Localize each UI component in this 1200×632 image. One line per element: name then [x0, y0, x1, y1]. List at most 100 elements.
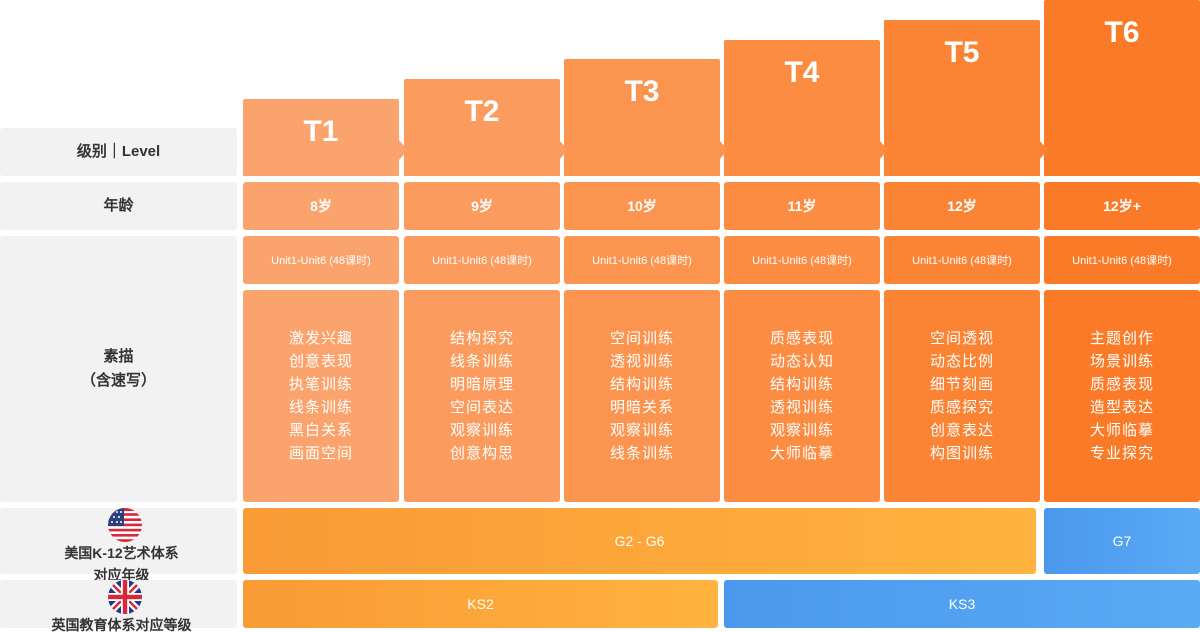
- topic-item: 质感表现: [1089, 376, 1154, 393]
- topic-item: 动态认知: [769, 353, 834, 370]
- units-value: Unit1-Unit6 (48课时): [752, 255, 852, 267]
- level-name: T3: [624, 75, 660, 108]
- level-name: T1: [303, 115, 339, 148]
- level-name: T5: [944, 36, 980, 69]
- topics-cell-t6: 主题创作 场景训练 质感表现 造型表达 大师临摹 专业探究: [1044, 290, 1200, 502]
- topic-item: 主题创作: [1089, 330, 1154, 347]
- topic-item: 观察训练: [769, 422, 834, 439]
- uk-flag-icon: [107, 580, 142, 614]
- topics-cell-t1: 激发兴趣 创意表现 执笔训练 线条训练 黑白关系 画面空间: [243, 290, 399, 502]
- us-band-g7-label: G7: [1112, 533, 1132, 549]
- level-header-t5: T5: [884, 20, 1040, 176]
- topic-item: 空间透视: [929, 330, 994, 347]
- level-name: T2: [464, 95, 500, 128]
- topic-item: 执笔训练: [288, 376, 353, 393]
- age-value: 9岁: [471, 198, 493, 214]
- topic-item: 空间训练: [609, 330, 674, 347]
- topic-item: 观察训练: [609, 422, 674, 439]
- topic-item: 激发兴趣: [288, 330, 353, 347]
- units-cell-t1: Unit1-Unit6 (48课时): [243, 236, 399, 284]
- topic-item: 构图训练: [929, 445, 994, 462]
- level-name: T4: [784, 56, 820, 89]
- topics-cell-t3: 空间训练 透视训练 结构训练 明暗关系 观察训练 线条训练: [564, 290, 720, 502]
- age-cell-t2: 9岁: [404, 182, 560, 230]
- topic-item: 线条训练: [609, 445, 674, 462]
- topic-item: 明暗原理: [449, 376, 514, 393]
- uk-band-ks3: KS3: [724, 580, 1200, 628]
- units-cell-t4: Unit1-Unit6 (48课时): [724, 236, 880, 284]
- age-row-label: 年龄: [0, 182, 237, 230]
- topic-item: 结构训练: [609, 376, 674, 393]
- level-name: T6: [1104, 16, 1140, 49]
- level-header-t6: T6: [1044, 0, 1200, 176]
- us-label-line2: 对应年级: [93, 567, 150, 583]
- topic-item: 画面空间: [288, 445, 353, 462]
- topics-cell-t4: 质感表现 动态认知 结构训练 透视训练 观察训练 大师临摹: [724, 290, 880, 502]
- age-value: 12岁: [947, 198, 977, 214]
- topic-item: 结构探究: [449, 330, 514, 347]
- age-cell-t5: 12岁: [884, 182, 1040, 230]
- units-value: Unit1-Unit6 (48课时): [432, 255, 532, 267]
- level-header-t3: T3: [564, 59, 720, 176]
- topic-item: 场景训练: [1089, 353, 1154, 370]
- topic-item: 专业探究: [1089, 445, 1154, 462]
- topic-item: 创意表达: [929, 422, 994, 439]
- topic-item: 大师临摹: [769, 445, 834, 462]
- us-flag-icon: [107, 508, 142, 542]
- sketch-label-line2: （含速写）: [80, 372, 156, 389]
- units-cell-t2: Unit1-Unit6 (48课时): [404, 236, 560, 284]
- topic-item: 结构训练: [769, 376, 834, 393]
- topic-item: 细节刻画: [929, 376, 994, 393]
- level-header-t1: T1: [243, 99, 399, 176]
- age-value: 12岁+: [1103, 198, 1141, 214]
- units-value: Unit1-Unit6 (48课时): [912, 255, 1012, 267]
- age-label-text: 年龄: [103, 197, 134, 214]
- sketch-label-line1: 素描: [103, 348, 134, 365]
- uk-band-ks3-label: KS3: [948, 596, 976, 612]
- units-cell-t6: Unit1-Unit6 (48课时): [1044, 236, 1200, 284]
- topic-item: 创意表现: [288, 353, 353, 370]
- age-cell-t1: 8岁: [243, 182, 399, 230]
- topic-item: 黑白关系: [288, 422, 353, 439]
- age-value: 10岁: [627, 198, 657, 214]
- age-value: 8岁: [310, 198, 332, 214]
- uk-band-ks2: KS2: [243, 580, 718, 628]
- topic-item: 大师临摹: [1089, 422, 1154, 439]
- level-row-label: 级别｜Level: [0, 128, 237, 176]
- units-value: Unit1-Unit6 (48课时): [592, 255, 692, 267]
- step-arrow-notches: [399, 140, 1048, 160]
- us-band-g7: G7: [1044, 508, 1200, 574]
- age-cell-t3: 10岁: [564, 182, 720, 230]
- level-header-t2: T2: [404, 79, 560, 176]
- us-band-g2-g6-label: G2 - G6: [614, 533, 665, 549]
- uk-label-text: 英国教育体系对应等级: [51, 617, 192, 632]
- topic-item: 质感探究: [929, 399, 994, 416]
- level-label-text: 级别｜Level: [76, 143, 161, 160]
- topic-item: 质感表现: [769, 330, 834, 347]
- uk-row-label: 英国教育体系对应等级: [0, 580, 237, 632]
- units-cell-t3: Unit1-Unit6 (48课时): [564, 236, 720, 284]
- sketch-row-label: 素描 （含速写）: [0, 236, 237, 502]
- level-header-t4: T4: [724, 40, 880, 176]
- topic-item: 动态比例: [929, 353, 994, 370]
- units-cell-t5: Unit1-Unit6 (48课时): [884, 236, 1040, 284]
- topic-item: 造型表达: [1089, 399, 1154, 416]
- us-band-g2-g6: G2 - G6: [243, 508, 1036, 574]
- topic-item: 透视训练: [609, 353, 674, 370]
- us-label-line1: 美国K-12艺术体系: [64, 545, 179, 561]
- units-value: Unit1-Unit6 (48课时): [271, 255, 371, 267]
- topic-item: 线条训练: [288, 399, 353, 416]
- uk-band-ks2-label: KS2: [467, 596, 494, 612]
- topic-item: 明暗关系: [609, 399, 674, 416]
- topics-cell-t5: 空间透视 动态比例 细节刻画 质感探究 创意表达 构图训练: [884, 290, 1040, 502]
- us-k12-label-text: 美国K-12艺术体系 对应年级: [64, 542, 184, 586]
- age-cell-t6: 12岁+: [1044, 182, 1200, 230]
- units-value: Unit1-Unit6 (48课时): [1072, 255, 1172, 267]
- topic-item: 观察训练: [449, 422, 514, 439]
- age-cell-t4: 11岁: [724, 182, 880, 230]
- age-value: 11岁: [787, 198, 817, 214]
- topic-item: 创意构思: [449, 445, 514, 462]
- topic-item: 空间表达: [449, 399, 514, 416]
- us-k12-row-label: 美国K-12艺术体系 对应年级: [0, 508, 237, 583]
- topic-item: 线条训练: [449, 353, 514, 370]
